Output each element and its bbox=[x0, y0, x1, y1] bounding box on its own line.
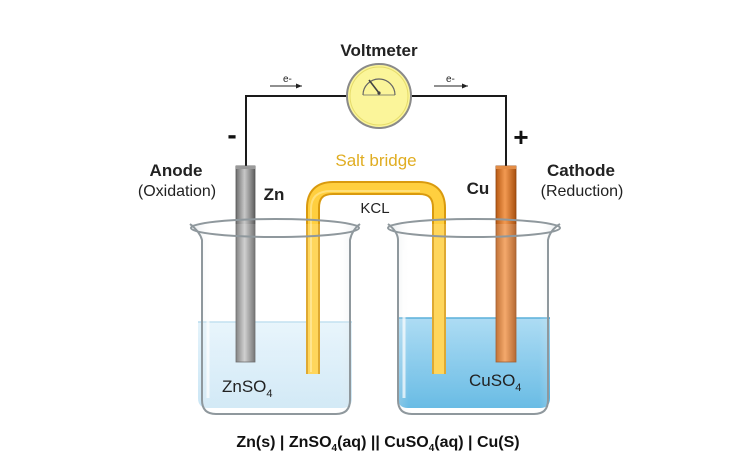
anode-wire bbox=[245, 95, 350, 168]
cathode-title: Cathode bbox=[547, 161, 615, 180]
anode-beaker-glass bbox=[189, 218, 361, 415]
cell-notation: Zn(s) | ZnSO4(aq) || CuSO4(aq) | Cu(S) bbox=[236, 434, 519, 454]
cathode-process: (Reduction) bbox=[541, 183, 624, 200]
cathode-metal-label: Cu bbox=[467, 179, 490, 198]
anode-metal-label: Zn bbox=[264, 185, 285, 204]
positive-terminal-sign: + bbox=[513, 122, 528, 152]
electron-label-left: e- bbox=[283, 74, 292, 85]
external-circuit bbox=[245, 95, 507, 168]
voltmeter-label: Voltmeter bbox=[340, 41, 418, 60]
voltmeter-needle bbox=[368, 79, 380, 94]
electron-label-right: e- bbox=[446, 74, 455, 85]
cuso4-label: CuSO4 bbox=[469, 371, 521, 394]
electron-flow-left: e- bbox=[270, 74, 302, 89]
znso4-label: ZnSO4 bbox=[222, 377, 273, 400]
voltmeter: Voltmeter bbox=[340, 41, 418, 129]
cathode-beaker-glass bbox=[387, 218, 561, 415]
negative-terminal-sign: - bbox=[227, 119, 236, 150]
cathode-wire bbox=[408, 95, 507, 168]
anode-title: Anode bbox=[150, 161, 203, 180]
salt-bridge-electrolyte: KCL bbox=[360, 200, 389, 217]
salt-bridge-label: Salt bridge bbox=[335, 151, 416, 170]
electron-flow-right: e- bbox=[434, 74, 468, 89]
anode-process: (Oxidation) bbox=[138, 183, 216, 200]
